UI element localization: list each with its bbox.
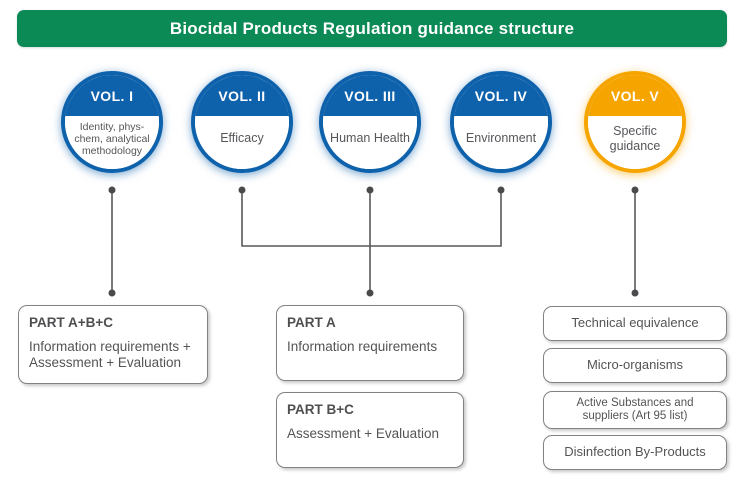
part-bc-box: PART B+C Assessment + Evaluation xyxy=(276,392,464,468)
title-banner: Biocidal Products Regulation guidance st… xyxy=(17,10,727,47)
vol-5-circle: VOL. V Specific guidance xyxy=(584,71,686,173)
part-abc-body: Information requirements + Assessment + … xyxy=(29,339,191,371)
vol-1-header: VOL. I xyxy=(65,75,159,117)
vol-2-circle: VOL. II Efficacy xyxy=(191,71,293,173)
diagram-title: Biocidal Products Regulation guidance st… xyxy=(169,18,575,38)
part-a-body: Information requirements xyxy=(287,339,438,354)
vol-3-circle: VOL. III Human Health xyxy=(319,71,421,173)
part-abc-box: PART A+B+C Information requirements + As… xyxy=(18,305,208,384)
vol-2-label: VOL. II xyxy=(218,87,266,104)
vol-5-label: VOL. V xyxy=(610,87,660,104)
vol-1-label: VOL. I xyxy=(90,87,134,104)
part-bc-heading: PART B+C xyxy=(287,402,354,417)
vol-4-header: VOL. IV xyxy=(454,75,548,117)
part-a-box: PART A Information requirements xyxy=(276,305,464,381)
micro-organisms-box: Micro-organisms xyxy=(543,348,727,383)
vol-3-header: VOL. III xyxy=(323,75,417,117)
part-a-heading: PART A xyxy=(287,315,336,330)
vol-5-description: Specific guidance xyxy=(588,116,682,169)
part-abc-heading: PART A+B+C xyxy=(29,315,114,330)
vol-1-circle: VOL. I Identity, phys-chem, analytical m… xyxy=(61,71,163,173)
disinfection-by-products-box: Disinfection By-Products xyxy=(543,435,727,470)
vol-5-header: VOL. V xyxy=(588,75,682,117)
vol-3-description: Human Health xyxy=(323,116,417,169)
vol-4-description: Environment xyxy=(454,116,548,169)
vol-4-label: VOL. IV xyxy=(474,87,528,104)
vol-3-label: VOL. III xyxy=(344,87,396,104)
vol-2-header: VOL. II xyxy=(195,75,289,117)
vol-2-description: Efficacy xyxy=(195,116,289,169)
part-bc-body: Assessment + Evaluation xyxy=(287,426,439,441)
vol-4-circle: VOL. IV Environment xyxy=(450,71,552,173)
technical-equivalence-box: Technical equivalence xyxy=(543,306,727,341)
active-substances-box: Active Substances and suppliers (Art 95 … xyxy=(543,391,727,429)
vol-1-description: Identity, phys-chem, analytical methodol… xyxy=(65,116,159,169)
